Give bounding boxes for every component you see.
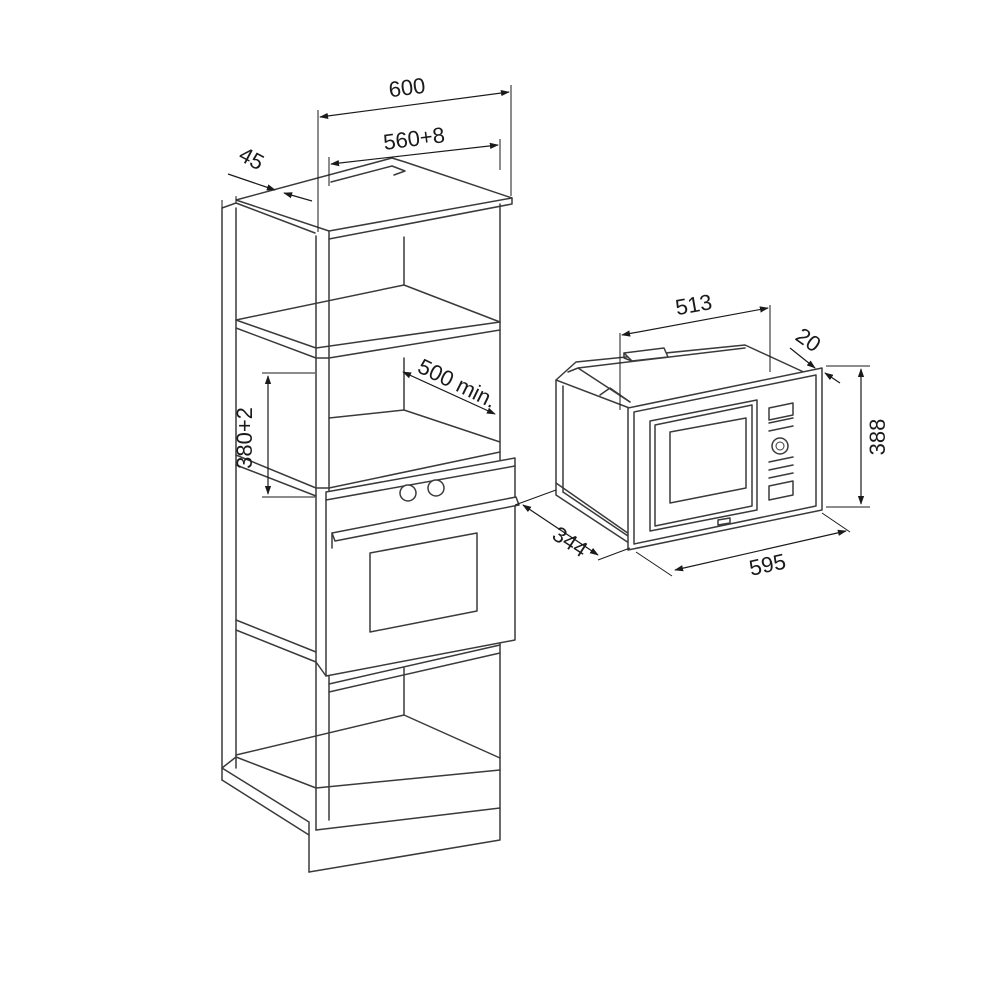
oven-knob-right-icon [427,479,445,497]
cabinet-plinth [221,756,501,873]
label-20: 20 [791,323,825,358]
dimension-388: 388 [826,365,890,508]
microwave-appliance [555,344,823,551]
oven-door-handle-icon [331,496,520,542]
top-compartment [235,236,501,359]
dimension-600: 600 [317,73,512,232]
microwave-control-panel [768,402,794,501]
label-595: 595 [747,549,788,581]
label-560-8: 560+8 [382,122,447,155]
lower-compartment [235,619,501,789]
dimension-380-2: 380+2 [232,372,315,498]
microwave-dial-icon [771,437,789,455]
label-344: 344 [548,521,592,562]
microwave-vent-icon [623,347,669,362]
dimension-45: 45 [221,142,313,208]
label-513: 513 [673,289,714,320]
microwave-display [768,402,794,421]
built-in-oven [325,457,520,677]
microwave-logo-icon [717,517,731,526]
cabinet-top-panel [235,157,513,240]
label-600: 600 [387,73,427,103]
label-388: 388 [865,419,890,456]
label-45: 45 [235,142,268,176]
tall-cabinet [221,157,520,873]
dimension-500-min: 500 min. [402,354,501,415]
oven-knob-left-icon [399,484,417,502]
microwave-door-button [768,480,794,501]
microwave-window [669,417,747,504]
oven-window [369,532,478,633]
label-380-2: 380+2 [232,407,257,469]
cabinet-left-side-panel [221,202,316,769]
